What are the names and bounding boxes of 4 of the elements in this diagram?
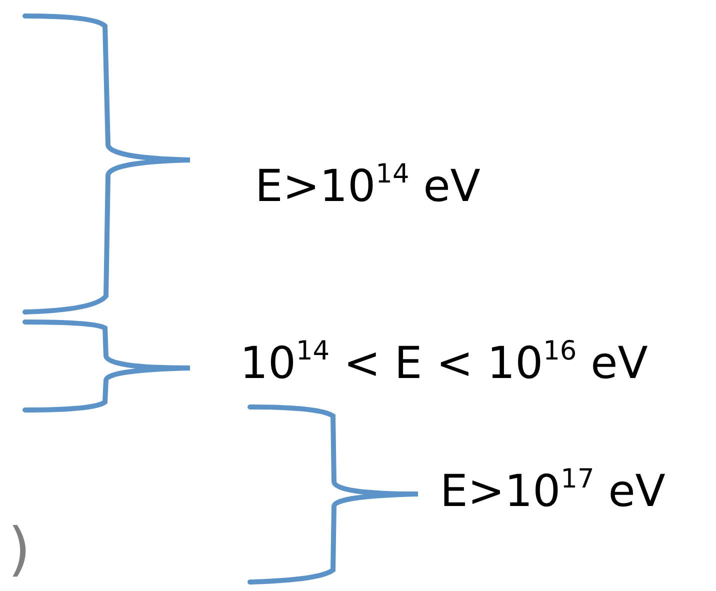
energy-label: 10$^{14}$ < E < 10$^{16}$ eV bbox=[240, 342, 648, 386]
energy-label: E>10$^{17}$ eV bbox=[440, 470, 666, 514]
energy-label: E>10$^{14}$ eV bbox=[255, 165, 480, 209]
parenthesis-mark: ) bbox=[8, 520, 31, 578]
